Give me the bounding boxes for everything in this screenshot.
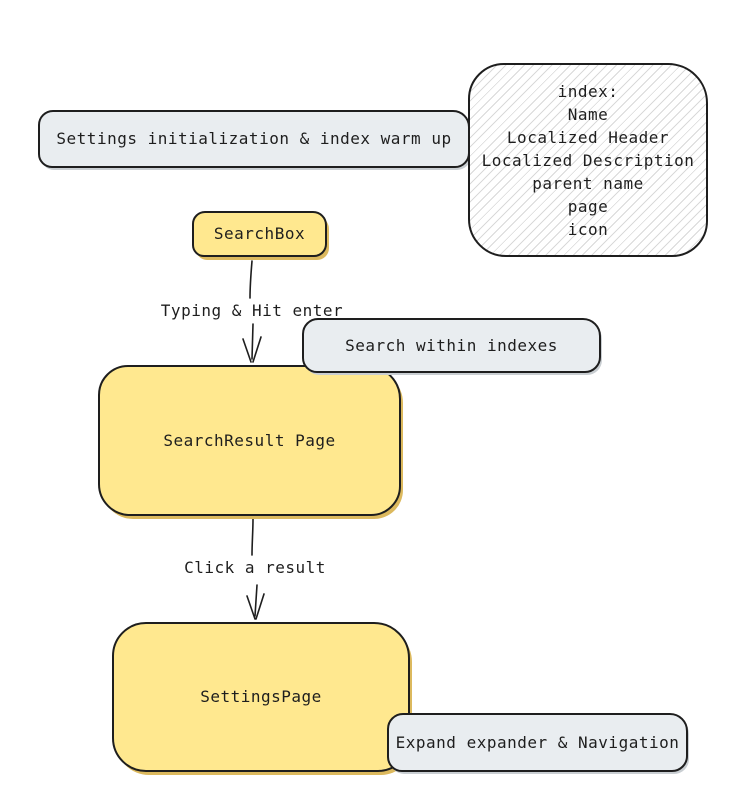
index-field-line: icon <box>567 219 609 239</box>
arrow-line <box>254 584 258 617</box>
index-field-line: Localized Description <box>481 150 695 170</box>
index-field-line: Name <box>567 104 609 124</box>
index-field-line: index: <box>557 81 619 101</box>
arrow-line <box>251 323 254 360</box>
node-searchbox: SearchBox <box>192 211 327 257</box>
node-search-within-indexes: Search within indexes <box>302 318 601 373</box>
index-fields-list: index: Name Localized Header Localized D… <box>482 80 695 241</box>
node-searchresult-page: SearchResult Page <box>98 365 401 516</box>
node-label: SettingsPage <box>200 687 322 706</box>
index-field-line: Localized Header <box>506 127 670 147</box>
node-label: Search within indexes <box>345 335 558 355</box>
arrowhead-icon <box>242 336 262 363</box>
edge-label-click-a-result: Click a result <box>184 558 326 577</box>
edge-label-typing-hit-enter: Typing & Hit enter <box>160 301 344 320</box>
index-field-line: page <box>567 196 609 216</box>
arrow-line <box>249 260 253 299</box>
node-label: SearchResult Page <box>163 430 336 450</box>
arrow-line <box>251 518 254 556</box>
node-label: Settings initialization & index warm up <box>56 129 452 148</box>
index-field-line: parent name <box>532 173 644 193</box>
arrowhead-icon <box>246 593 265 620</box>
node-index-fields: index: Name Localized Header Localized D… <box>468 63 708 257</box>
node-expand-expander-navigation: Expand expander & Navigation <box>387 713 688 772</box>
node-label: Expand expander & Navigation <box>395 732 680 752</box>
node-label: SearchBox <box>213 224 306 243</box>
node-settingspage: SettingsPage <box>112 622 410 772</box>
node-settings-initialization: Settings initialization & index warm up <box>38 110 470 168</box>
